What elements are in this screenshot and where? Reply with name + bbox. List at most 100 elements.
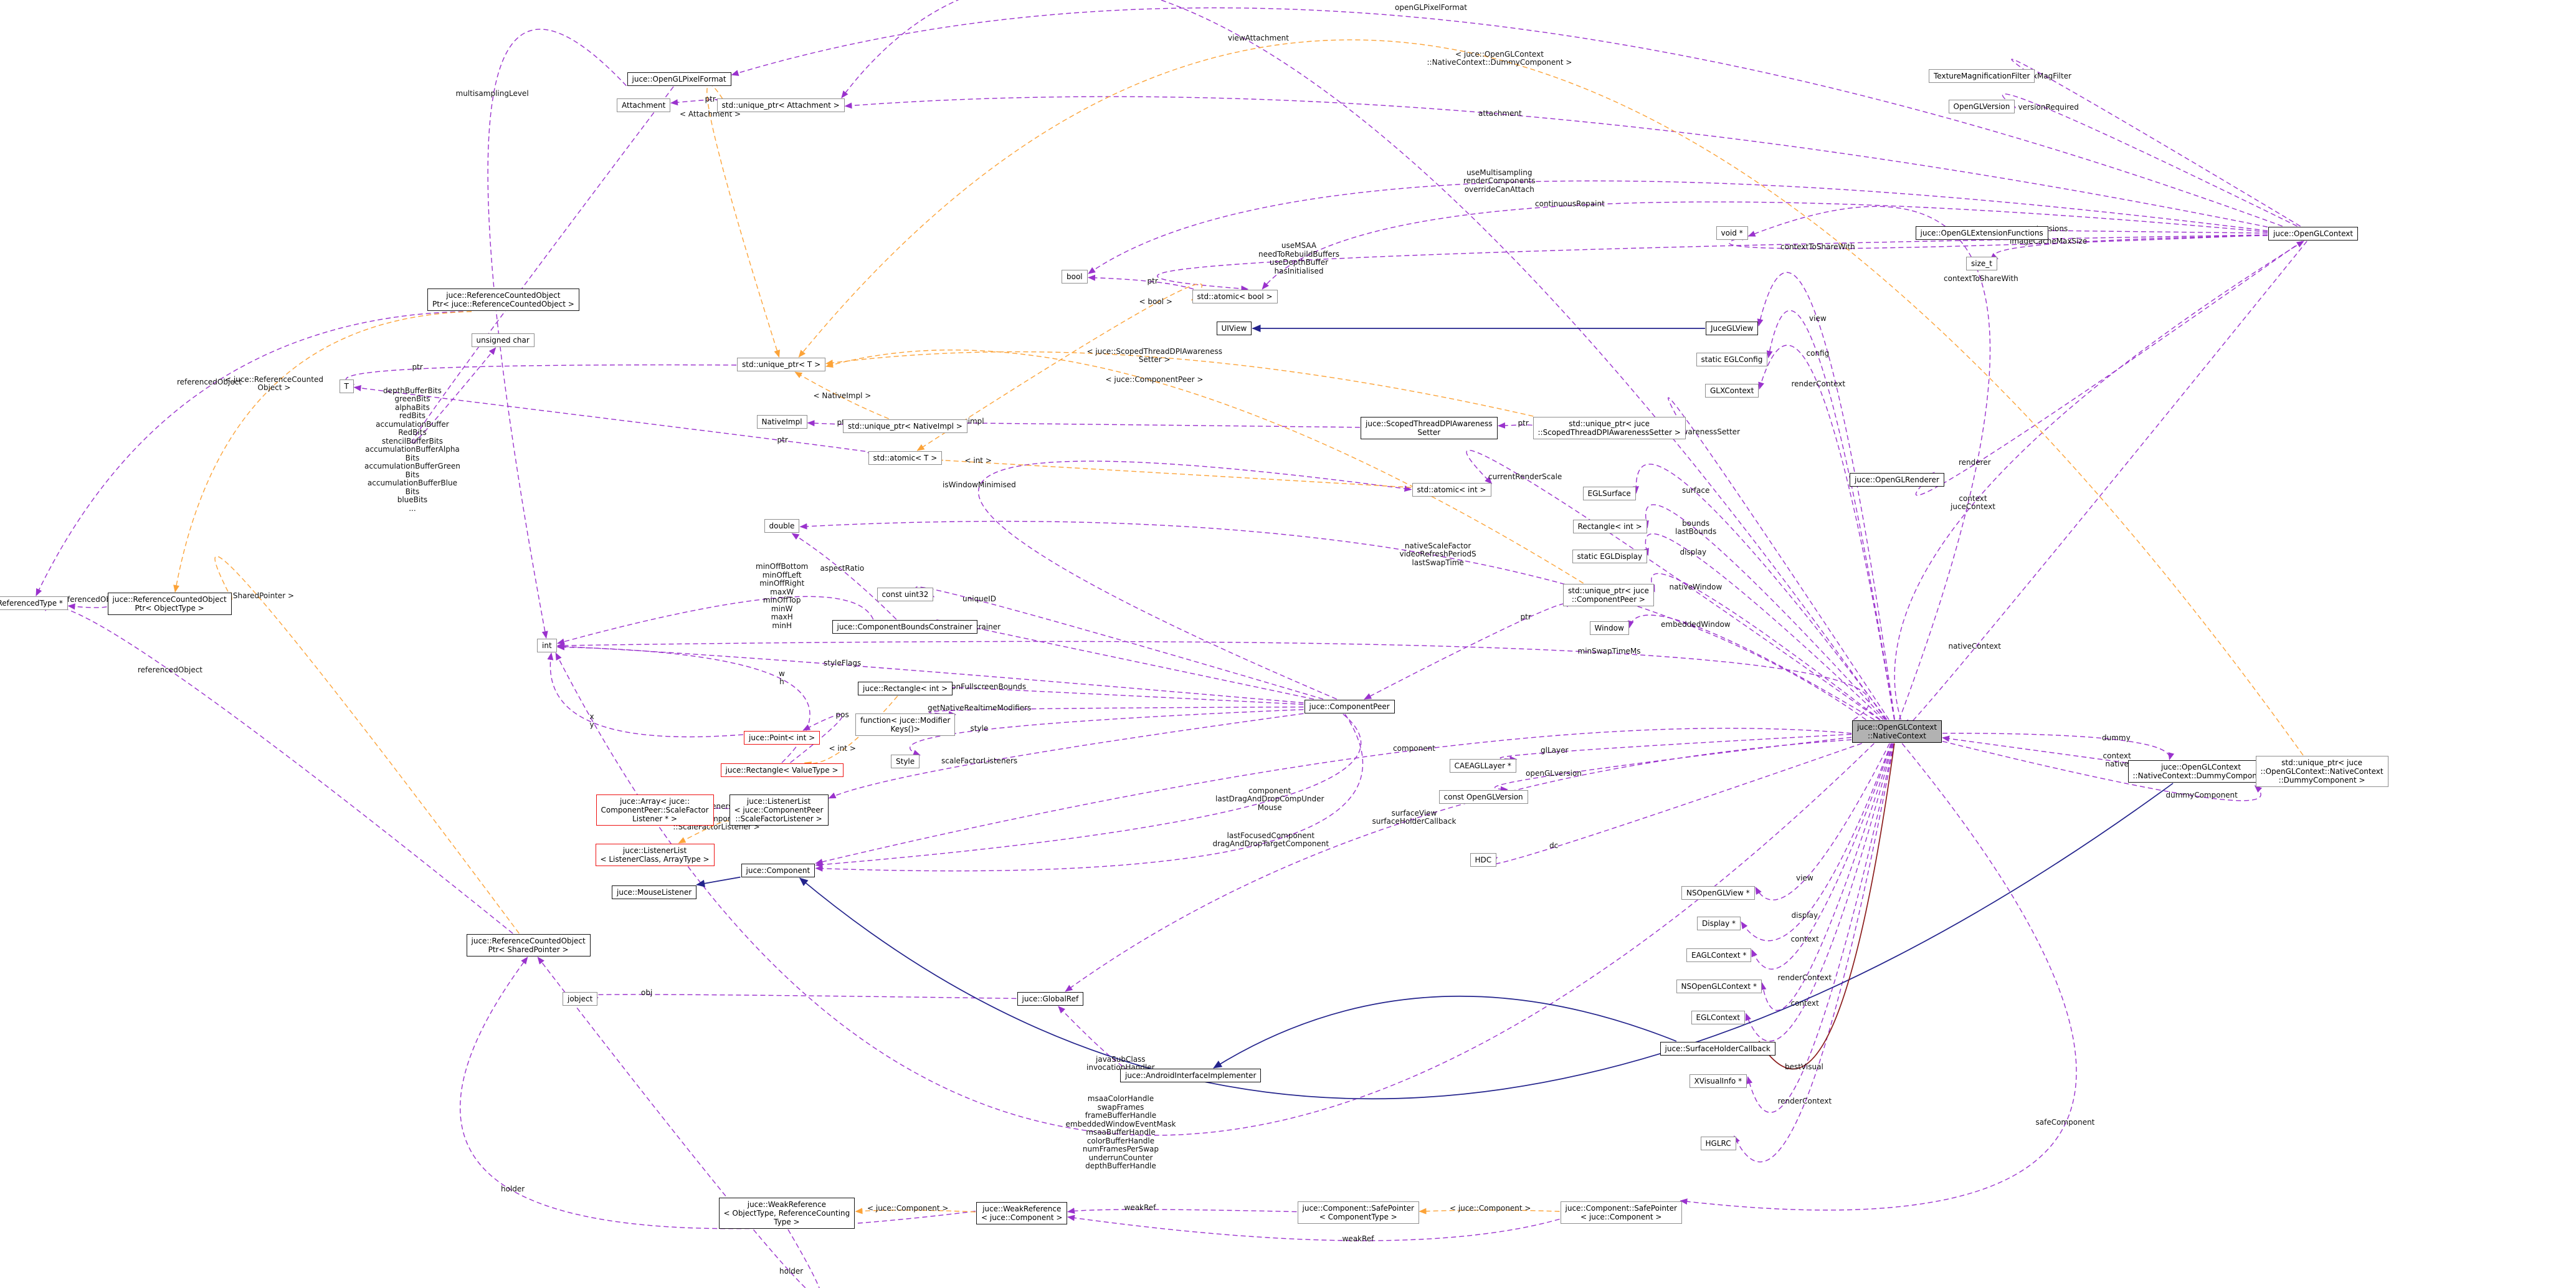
class-node-atomic_bool[interactable]: std::atomic< bool > — [1192, 290, 1278, 303]
class-node-uptr_peer[interactable]: std::unique_ptr< juce ::ComponentPeer > — [1563, 584, 1654, 606]
edge-componentpeer-to-ll_sfl — [828, 713, 1304, 799]
class-node-atomic_int[interactable]: std::atomic< int > — [1412, 483, 1491, 497]
class-node-window[interactable]: Window — [1589, 621, 1629, 635]
class-node-size_t[interactable]: size_t — [1966, 257, 1997, 270]
class-node-openglversion_box[interactable]: OpenGLVersion — [1948, 100, 2015, 113]
class-node-rect_int[interactable]: juce::Rectangle< int > — [858, 682, 953, 695]
class-node-static_eglconfig[interactable]: static EGLConfig — [1696, 353, 1768, 366]
class-node-ll_sfl[interactable]: juce::ListenerList < juce::ComponentPeer… — [729, 794, 829, 826]
class-node-hdc[interactable]: HDC — [1470, 853, 1497, 867]
class-node-uptr_nativeimpl[interactable]: std::unique_ptr< NativeImpl > — [843, 419, 967, 433]
class-node-refptr_refcounted[interactable]: juce::ReferenceCountedObject Ptr< juce::… — [427, 289, 579, 311]
edge-boundsconstrainer-to-double — [791, 533, 897, 620]
edge-label: depthBufferBits greenBits alphaBits redB… — [364, 386, 460, 513]
edge-label: view — [1809, 314, 1827, 323]
class-node-unsigned_char[interactable]: unsigned char — [471, 333, 535, 347]
class-node-void_ptr[interactable]: void * — [1716, 226, 1748, 240]
edge-label: referencedObject — [177, 378, 242, 386]
class-node-globalref[interactable]: juce::GlobalRef — [1017, 992, 1084, 1006]
class-node-attachment[interactable]: Attachment — [617, 98, 671, 112]
class-node-nativeimpl[interactable]: NativeImpl — [756, 415, 807, 429]
edge-refptr_sharedptr-to-referencedtype — [45, 603, 513, 934]
class-node-caeagllayer[interactable]: CAEAGLLayer * — [1449, 759, 1516, 773]
class-node-refptr_sharedptr[interactable]: juce::ReferenceCountedObject Ptr< Shared… — [466, 934, 591, 956]
class-node-nsopenglview[interactable]: NSOpenGLView * — [1681, 886, 1755, 900]
edge-nativecontext-to-window — [1627, 614, 1875, 720]
class-node-openglcontext[interactable]: juce::OpenGLContext — [2268, 227, 2359, 241]
class-node-rect_int_plain[interactable]: Rectangle< int > — [1572, 520, 1647, 533]
edge-nativecontext-to-int — [555, 652, 1875, 1136]
edge-label: useMultisampling renderComponents overri… — [1463, 168, 1536, 194]
class-node-nativecontext[interactable]: juce::OpenGLContext ::NativeContext — [1852, 720, 1942, 743]
edge-label: < bool > — [1139, 297, 1172, 306]
class-node-xvisualinfo[interactable]: XVisualInfo * — [1689, 1074, 1747, 1088]
class-node-bool[interactable]: bool — [1062, 270, 1088, 284]
class-node-boundsconstrainer[interactable]: juce::ComponentBoundsConstrainer — [832, 620, 977, 634]
edge-label: component lastDragAndDropCompUnder Mouse — [1215, 786, 1324, 812]
edge-safepointer_generic-to-weakref_component — [1067, 1208, 1297, 1214]
class-node-const_oglversion[interactable]: const OpenGLVersion — [1438, 790, 1528, 804]
class-node-array_sfl[interactable]: juce::Array< juce:: ComponentPeer::Scale… — [596, 794, 714, 826]
class-node-pixelformat[interactable]: juce::OpenGLPixelFormat — [627, 72, 731, 86]
edge-weakref_generic-to-refptr_sharedptr — [537, 956, 820, 1288]
edge-label: viewAttachment — [1228, 34, 1289, 42]
edge-label: renderer — [1959, 458, 1991, 467]
class-node-uptr_dummy[interactable]: std::unique_ptr< juce ::OpenGLContext::N… — [2255, 756, 2388, 787]
edge-label: minSwapTimeMs — [1577, 647, 1641, 656]
class-node-dummycomponent[interactable]: juce::OpenGLContext ::NativeContext::Dum… — [2127, 760, 2274, 783]
class-node-nsopenglcontext[interactable]: NSOpenGLContext * — [1676, 980, 1762, 993]
class-node-scopeddpi[interactable]: juce::ScopedThreadDPIAwareness Setter — [1361, 417, 1498, 439]
class-node-surfaceholder[interactable]: juce::SurfaceHolderCallback — [1660, 1042, 1775, 1056]
class-node-texmagfilter[interactable]: TextureMagnificationFilter — [1929, 69, 2035, 83]
class-node-openglrenderer[interactable]: juce::OpenGLRenderer — [1850, 473, 1944, 487]
edge-label: continuousRepaint — [1535, 199, 1605, 208]
class-node-glxcontext[interactable]: GLXContext — [1705, 384, 1759, 398]
edge-label: safeComponent — [2035, 1118, 2095, 1127]
class-node-componentpeer[interactable]: juce::ComponentPeer — [1304, 700, 1395, 713]
edge-nativecontext-to-void_ptr — [1747, 206, 1991, 720]
class-node-func_modifier[interactable]: function< juce::Modifier Keys()> — [855, 713, 956, 736]
edge-label: renderContext — [1777, 1097, 1832, 1105]
class-node-int[interactable]: int — [537, 639, 557, 652]
class-node-weakref_generic[interactable]: juce::WeakReference < ObjectType, Refere… — [718, 1198, 855, 1229]
class-node-extfunctions[interactable]: juce::OpenGLExtensionFunctions — [1915, 226, 2048, 240]
class-node-rect_valuetype[interactable]: juce::Rectangle< ValueType > — [720, 763, 844, 777]
class-node-uptr_scopeddpi[interactable]: std::unique_ptr< juce ::ScopedThreadDPIA… — [1533, 417, 1686, 439]
class-node-uptr_T[interactable]: std::unique_ptr< T > — [737, 358, 826, 371]
class-node-T[interactable]: T — [339, 379, 354, 393]
class-node-safepointer_component[interactable]: juce::Component::SafePointer < juce::Com… — [1560, 1201, 1682, 1224]
class-node-double[interactable]: double — [764, 519, 800, 533]
class-node-const_uint32[interactable]: const uint32 — [877, 588, 934, 601]
edge-safepointer_component-to-safepointer_generic — [1419, 1208, 1560, 1214]
edge-nativecontext-to-hglrc — [1734, 743, 1894, 1163]
class-node-point_int[interactable]: juce::Point< int > — [744, 731, 820, 745]
class-node-safepointer_generic[interactable]: juce::Component::SafePointer < Component… — [1297, 1201, 1419, 1224]
class-node-jobject[interactable]: jobject — [563, 992, 598, 1006]
class-node-uptr_attachment[interactable]: std::unique_ptr< Attachment > — [716, 98, 845, 112]
class-node-display_ptr[interactable]: Display * — [1697, 917, 1741, 930]
class-node-refptr_objecttype[interactable]: juce::ReferenceCountedObject Ptr< Object… — [107, 593, 232, 615]
edge-openglcontext-to-nativecontext — [1899, 241, 2307, 734]
class-node-referencedtype[interactable]: ReferencedType * — [0, 596, 68, 610]
class-node-ll_generic[interactable]: juce::ListenerList < ListenerClass, Arra… — [595, 844, 715, 866]
class-node-hglrc[interactable]: HGLRC — [1700, 1137, 1736, 1150]
class-node-eaglcontext[interactable]: EAGLContext * — [1686, 948, 1752, 962]
class-node-eglcontext[interactable]: EGLContext — [1691, 1011, 1746, 1024]
edge-label: obj — [641, 988, 653, 997]
class-node-style_box[interactable]: Style — [891, 755, 920, 768]
class-node-androidimpl[interactable]: juce::AndroidInterfaceImplementer — [1120, 1069, 1262, 1082]
class-node-eglsurface[interactable]: EGLSurface — [1582, 487, 1636, 500]
edge-label: holder — [501, 1185, 525, 1193]
edge-label: nativeWindow — [1669, 583, 1723, 591]
class-node-weakref_component[interactable]: juce::WeakReference < juce::Component > — [976, 1202, 1068, 1224]
class-node-mouselistener[interactable]: juce::MouseListener — [612, 885, 697, 899]
class-node-juceglview[interactable]: JuceGLView — [1706, 322, 1759, 335]
edge-componentpeer-to-atomic_int — [977, 460, 1412, 700]
class-node-static_egldisplay[interactable]: static EGLDisplay — [1572, 550, 1648, 563]
class-node-uiview[interactable]: UIView — [1216, 322, 1252, 335]
edge-nativecontext-to-const_oglversion — [1494, 737, 1852, 793]
edge-label: attachment — [1478, 109, 1522, 118]
class-node-atomic_T[interactable]: std::atomic< T > — [868, 451, 943, 465]
class-node-component[interactable]: juce::Component — [741, 864, 815, 877]
